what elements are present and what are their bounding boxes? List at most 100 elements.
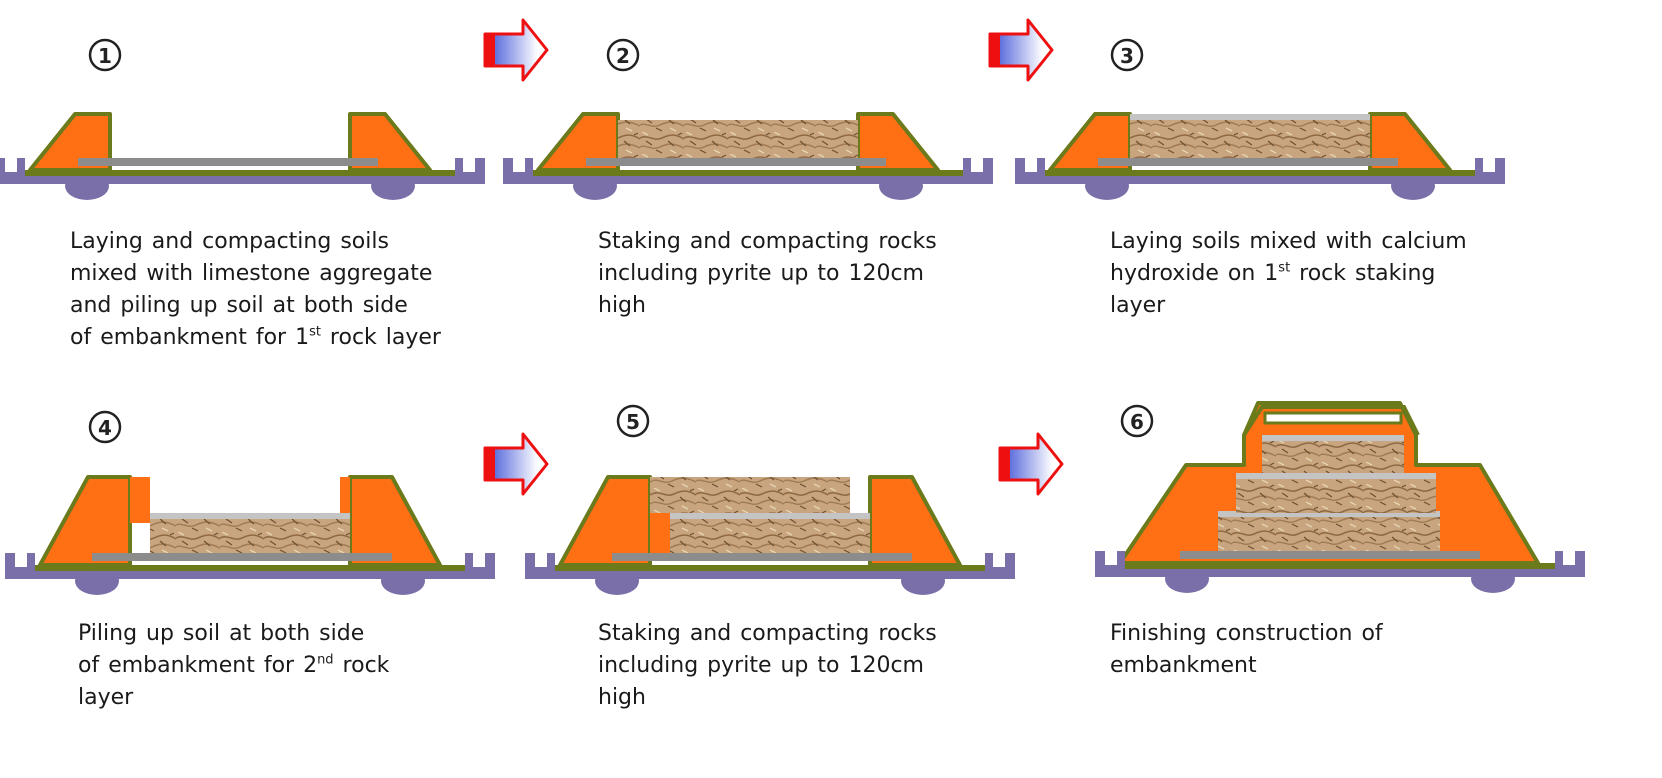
foundation-pile (1165, 565, 1209, 593)
drain-channel (963, 158, 993, 184)
step-6-diagram (1095, 401, 1585, 593)
circled-number-6-icon: 6 (1120, 404, 1154, 438)
soil-wedge-left (558, 475, 652, 567)
calcium-hydroxide-layer (1218, 511, 1440, 517)
caption-line: Piling up soil at both side (78, 621, 365, 646)
rock-layer-1 (1218, 515, 1440, 553)
caption-line: including pyrite up to 120cm (598, 261, 924, 286)
calcium-hydroxide-layer (1236, 473, 1436, 479)
caption-line: high (598, 293, 646, 318)
foundation-base (1121, 569, 1559, 577)
foundation-base (31, 571, 469, 579)
step-1-caption: Laying and compacting soils mixed with l… (70, 226, 441, 354)
caption-line: Staking and compacting rocks (598, 229, 937, 254)
rock-layer-1 (150, 517, 350, 555)
foundation-pile (371, 172, 415, 200)
step-5-caption: Staking and compacting rocks including p… (598, 618, 937, 714)
step-arrow-icon (483, 432, 549, 496)
olive-base-line (533, 170, 963, 176)
calcium-hydroxide-layer (1262, 435, 1404, 441)
rock-layer (1130, 120, 1370, 162)
step-number-3: 3 (1110, 38, 1144, 76)
rock-layer (618, 120, 858, 162)
caption-line: of embankment for 2nd rock (78, 652, 390, 678)
arrow-tail (1000, 448, 1010, 480)
rock-layer-3 (1262, 439, 1404, 473)
drain-channel (465, 553, 495, 579)
step-3-caption: Laying soils mixed with calcium hydroxid… (1110, 226, 1467, 322)
caption-line: of embankment for 1st rock layer (70, 324, 441, 350)
caption-line: layer (1110, 293, 1166, 318)
arrow-tail (485, 448, 495, 480)
svg-text:2: 2 (616, 44, 630, 68)
drain-channel (525, 553, 555, 579)
foundation-pile (879, 172, 923, 200)
calcium-hydroxide-layer (150, 513, 350, 519)
step-number-5: 5 (616, 404, 650, 442)
soil-wedge-right (868, 475, 962, 567)
caption-line: and piling up soil at both side (70, 293, 408, 318)
limestone-soil-layer (1180, 551, 1480, 559)
drain-channel (1555, 551, 1585, 577)
step-5-diagram (525, 475, 1015, 595)
caption-line: Laying and compacting soils (70, 229, 389, 254)
step-number-1: 1 (88, 38, 122, 76)
step-number-2: 2 (606, 38, 640, 76)
svg-text:1: 1 (98, 44, 112, 68)
drain-channel (1095, 551, 1125, 577)
foundation-pile (901, 567, 945, 595)
arrow-tail (990, 34, 1000, 66)
circled-number-5-icon: 5 (616, 404, 650, 438)
step-arrow-icon (483, 18, 549, 82)
limestone-soil-layer (1098, 158, 1398, 166)
step-1-diagram (0, 112, 485, 200)
svg-text:5: 5 (626, 410, 640, 434)
olive-base-line (35, 565, 465, 571)
svg-text:3: 3 (1120, 44, 1134, 68)
caption-line: high (598, 685, 646, 710)
drain-channel (503, 158, 533, 184)
circled-number-3-icon: 3 (1110, 38, 1144, 72)
olive-base-line (25, 170, 455, 176)
soil-fill-right (340, 477, 350, 523)
step-4-diagram (5, 475, 495, 595)
caption-line: mixed with limestone aggregate (70, 261, 433, 286)
foundation-base (21, 176, 459, 184)
caption-line: Laying soils mixed with calcium (1110, 229, 1467, 254)
rock-layer-2 (650, 477, 850, 513)
caption-line: including pyrite up to 120cm (598, 653, 924, 678)
foundation-base (551, 571, 989, 579)
caption-line: Staking and compacting rocks (598, 621, 937, 646)
foundation-pile (573, 172, 617, 200)
foundation-base (1041, 176, 1479, 184)
olive-base-line (1045, 170, 1475, 176)
step-arrow-icon (988, 18, 1054, 82)
svg-text:6: 6 (1130, 410, 1144, 434)
rock-layer-1 (670, 519, 870, 557)
limestone-soil-layer (78, 158, 378, 166)
drain-channel (1475, 158, 1505, 184)
step-4-caption: Piling up soil at both side of embankmen… (78, 618, 389, 714)
foundation-pile (1471, 565, 1515, 593)
top-cover-layer (1263, 411, 1403, 425)
limestone-soil-layer (92, 553, 392, 561)
foundation-pile (595, 567, 639, 595)
circled-number-1-icon: 1 (88, 38, 122, 72)
olive-base-line (1125, 563, 1555, 569)
calcium-hydroxide-layer (670, 513, 870, 519)
circled-number-2-icon: 2 (606, 38, 640, 72)
limestone-soil-layer (612, 553, 912, 561)
foundation-pile (1085, 172, 1129, 200)
arrow-tail (485, 34, 495, 66)
foundation-pile (75, 567, 119, 595)
drain-channel (0, 158, 25, 184)
olive-base-line (555, 565, 985, 571)
drain-channel (5, 553, 35, 579)
foundation-pile (381, 567, 425, 595)
step-6-caption: Finishing construction of embankment (1110, 618, 1383, 682)
rock-layer-2 (1236, 477, 1436, 513)
soil-wedge-left (38, 475, 132, 567)
step-3-diagram (1015, 112, 1505, 200)
foundation-base (529, 176, 967, 184)
caption-line: hydroxide on 1st rock staking (1110, 260, 1436, 286)
